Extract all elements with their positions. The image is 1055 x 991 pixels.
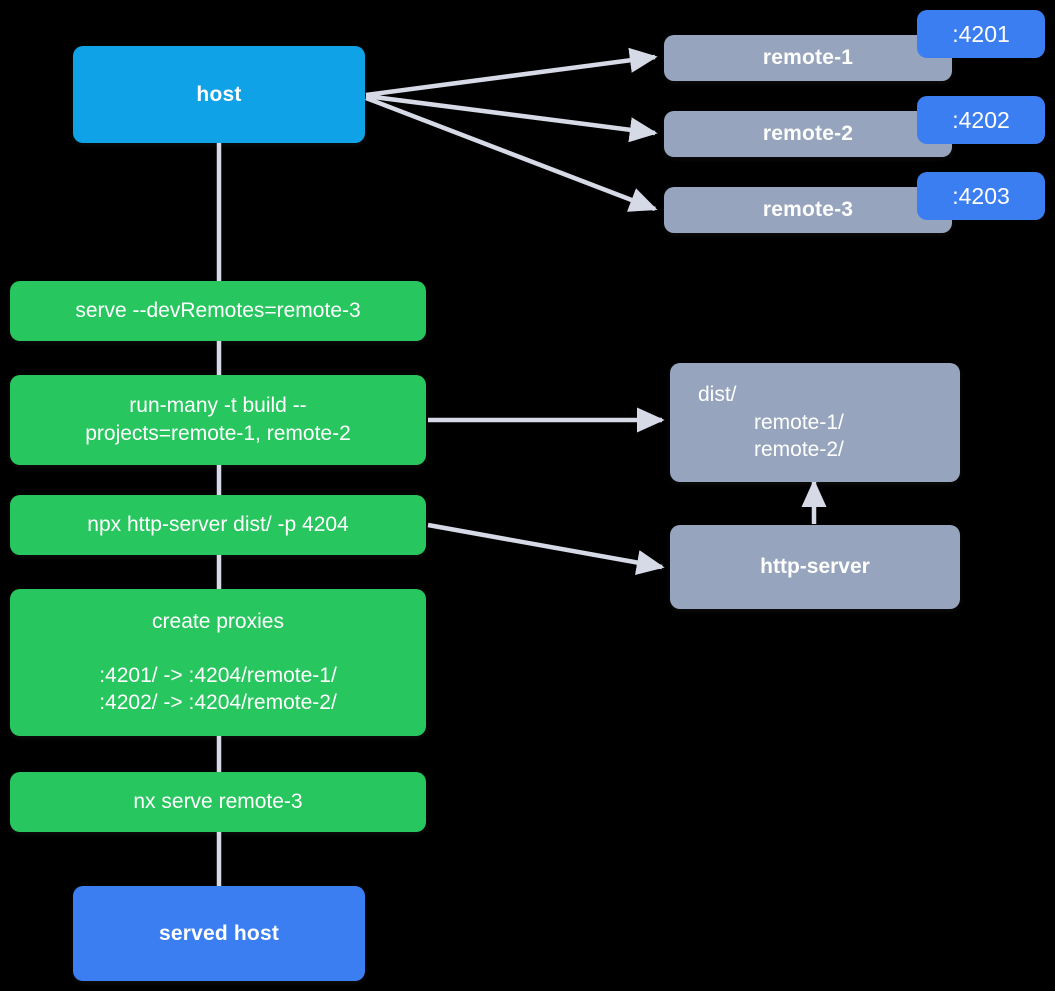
node-cmd-nx-serve-remote-3[interactable]: nx serve remote-3 <box>10 772 426 832</box>
port-badge-remote-3: :4203 <box>917 172 1045 220</box>
node-cmd-run-many-line-2: projects=remote-1, remote-2 <box>85 422 351 445</box>
dist-folder-line-3: remote-2/ <box>754 438 844 462</box>
port-badge-remote-1: :4201 <box>917 10 1045 58</box>
node-remote-1-label: remote-1 <box>762 46 854 70</box>
proxy-mapping-1: :4201/ -> :4204/remote-1/ <box>99 663 337 687</box>
node-served-host-label: served host <box>158 921 280 945</box>
node-cmd-serve-devremotes[interactable]: serve --devRemotes=remote-3 <box>10 281 426 341</box>
dist-folder-line-2: remote-1/ <box>754 410 844 434</box>
edge-host-to-remote-3 <box>365 95 658 212</box>
node-remote-2-label: remote-2 <box>762 122 854 146</box>
node-cmd-npx-http-server[interactable]: npx http-server dist/ -p 4204 <box>10 495 426 555</box>
node-cmd-npx-http-server-label: npx http-server dist/ -p 4204 <box>87 513 349 537</box>
node-cmd-serve-devremotes-label: serve --devRemotes=remote-3 <box>75 299 361 323</box>
dist-folder-line-1: dist/ <box>698 382 737 406</box>
node-cmd-create-proxies[interactable]: create proxies :4201/ -> :4204/remote-1/… <box>10 589 426 736</box>
node-remote-1[interactable]: remote-1 <box>664 35 952 81</box>
node-cmd-run-many-line-1: run-many -t build -- <box>129 394 307 418</box>
node-remote-2[interactable]: remote-2 <box>664 111 952 157</box>
node-remote-3-label: remote-3 <box>762 198 854 222</box>
node-host-label: host <box>196 82 242 106</box>
dist-folder-listing: dist/ remote-1/ remote-2/ <box>670 381 960 464</box>
node-http-server[interactable]: http-server <box>670 525 960 609</box>
port-badge-remote-2: :4202 <box>917 96 1045 144</box>
port-badge-remote-3-label: :4203 <box>952 182 1010 209</box>
node-http-server-label: http-server <box>760 555 870 579</box>
node-cmd-nx-serve-remote-3-label: nx serve remote-3 <box>133 790 303 814</box>
node-host[interactable]: host <box>73 46 365 143</box>
node-cmd-create-proxies-title: create proxies <box>152 609 284 633</box>
edge-host-to-remote-1 <box>365 47 658 98</box>
port-badge-remote-1-label: :4201 <box>952 20 1010 47</box>
proxy-mapping-2: :4202/ -> :4204/remote-2/ <box>99 691 337 715</box>
node-dist-folder[interactable]: dist/ remote-1/ remote-2/ <box>670 363 960 482</box>
edge-npx-to-httpserver <box>427 522 665 575</box>
node-cmd-run-many[interactable]: run-many -t build -- projects=remote-1, … <box>10 375 426 465</box>
node-served-host[interactable]: served host <box>73 886 365 981</box>
node-remote-3[interactable]: remote-3 <box>664 187 952 233</box>
port-badge-remote-2-label: :4202 <box>952 106 1010 133</box>
edge-host-to-remote-2 <box>365 93 658 143</box>
create-proxies-body: create proxies :4201/ -> :4204/remote-1/… <box>99 608 337 717</box>
